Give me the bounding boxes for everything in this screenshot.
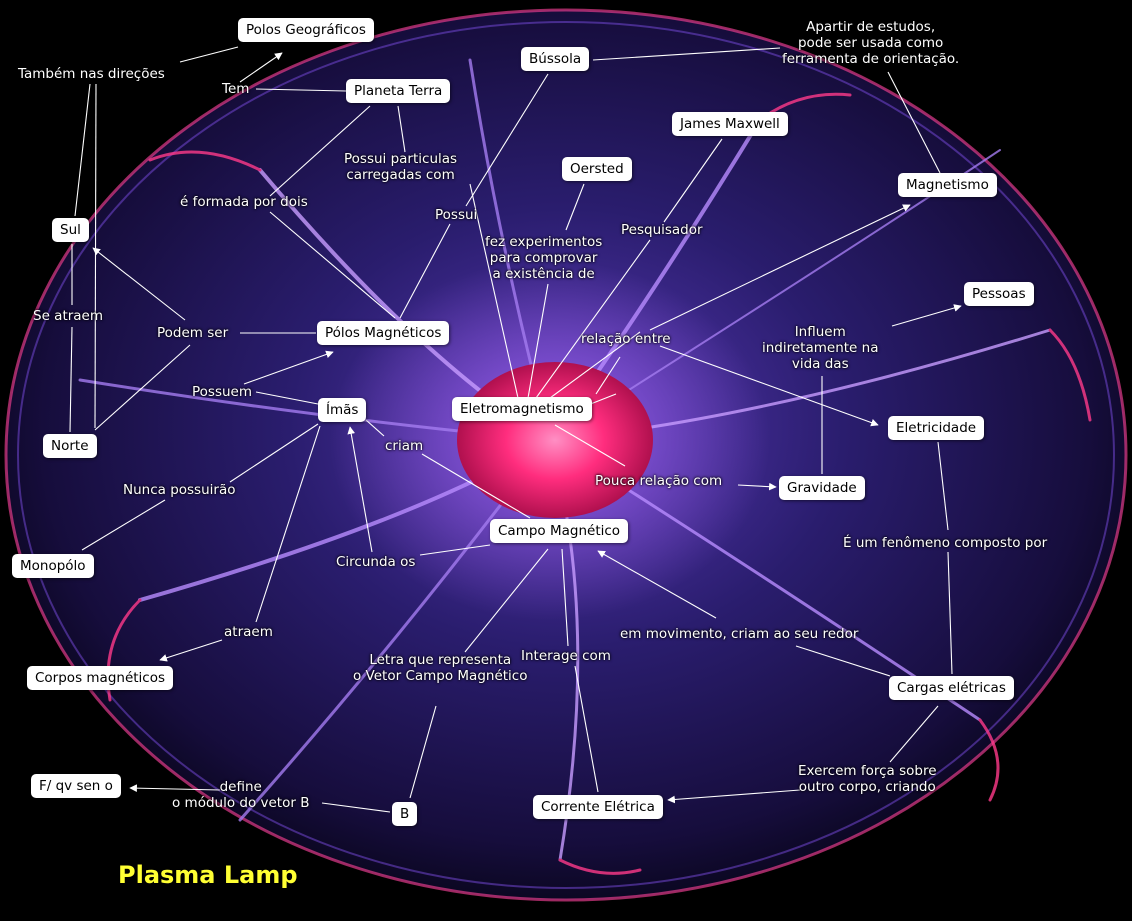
concept-sul[interactable]: Sul xyxy=(52,218,89,242)
concept-james-maxwell[interactable]: James Maxwell xyxy=(672,112,788,136)
link-atraem: atraem xyxy=(224,624,273,640)
link-formada-por-dois: é formada por dois xyxy=(180,194,308,210)
link-define: define o módulo do vetor B xyxy=(172,779,310,811)
link-criam: criam xyxy=(385,438,424,454)
link-nunca-possuirao: Nunca possuirão xyxy=(123,482,236,498)
concept-corpos-magneticos[interactable]: Corpos magnéticos xyxy=(27,666,174,690)
link-possuem: Possuem xyxy=(192,384,252,400)
link-fez-experimentos: fez experimentos para comprovar a existê… xyxy=(485,234,603,282)
concept-b[interactable]: B xyxy=(392,802,418,826)
link-tem: Tem xyxy=(222,81,250,97)
link-exercem-forca: Exercem força sobre outro corpo, criando xyxy=(798,763,937,795)
link-influem: Influem indiretamente na vida das xyxy=(762,324,879,372)
concept-polos-magneticos[interactable]: Pólos Magnéticos xyxy=(317,321,450,345)
link-letra-que-representa: Letra que representa o Vetor Campo Magné… xyxy=(353,652,528,684)
link-possui-particulas: Possui particulas carregadas com xyxy=(344,151,458,183)
concept-campo-magnetico[interactable]: Campo Magnético xyxy=(490,519,629,543)
link-se-atraem: Se atraem xyxy=(33,308,104,324)
link-em-movimento: em movimento, criam ao seu redor xyxy=(620,626,859,642)
link-pesquisador: Pesquisador xyxy=(621,222,703,238)
concept-monopolo[interactable]: Monopólo xyxy=(12,554,94,578)
concept-formula[interactable]: F/ qv sen o xyxy=(31,774,121,798)
link-circunda-os: Circunda os xyxy=(336,554,416,570)
link-interage-com: Interage com xyxy=(521,648,611,664)
concept-bussola[interactable]: Bússola xyxy=(521,47,590,71)
link-apartir-de-estudos: Apartir de estudos, pode ser usada como … xyxy=(782,19,960,67)
link-possui: Possui xyxy=(435,207,478,223)
concept-eletromagnetismo[interactable]: Eletromagnetismo xyxy=(452,397,592,421)
link-pouca-relacao: Pouca relação com xyxy=(595,473,723,489)
concept-corrente-eletrica[interactable]: Corrente Elétrica xyxy=(533,795,663,819)
concept-norte[interactable]: Norte xyxy=(43,434,97,458)
concept-pessoas[interactable]: Pessoas xyxy=(964,282,1034,306)
concept-gravidade[interactable]: Gravidade xyxy=(779,476,865,500)
concept-polos-geograficos[interactable]: Polos Geográficos xyxy=(238,18,374,42)
plasma-lamp-title: Plasma Lamp xyxy=(118,861,298,889)
link-relacao-entre: relação entre xyxy=(581,331,671,347)
concept-oersted[interactable]: Oersted xyxy=(562,157,632,181)
concept-imas[interactable]: Ímãs xyxy=(318,398,367,422)
link-podem-ser: Podem ser xyxy=(157,325,229,341)
link-tambem-nas-direcoes: Também nas direções xyxy=(18,66,165,82)
concept-magnetismo[interactable]: Magnetismo xyxy=(898,173,997,197)
concept-cargas-eletricas[interactable]: Cargas elétricas xyxy=(889,676,1014,700)
concept-eletricidade[interactable]: Eletricidade xyxy=(888,416,985,440)
concept-planeta-terra[interactable]: Planeta Terra xyxy=(346,79,451,103)
link-fenomeno-composto: É um fenômeno composto por xyxy=(843,535,1048,551)
